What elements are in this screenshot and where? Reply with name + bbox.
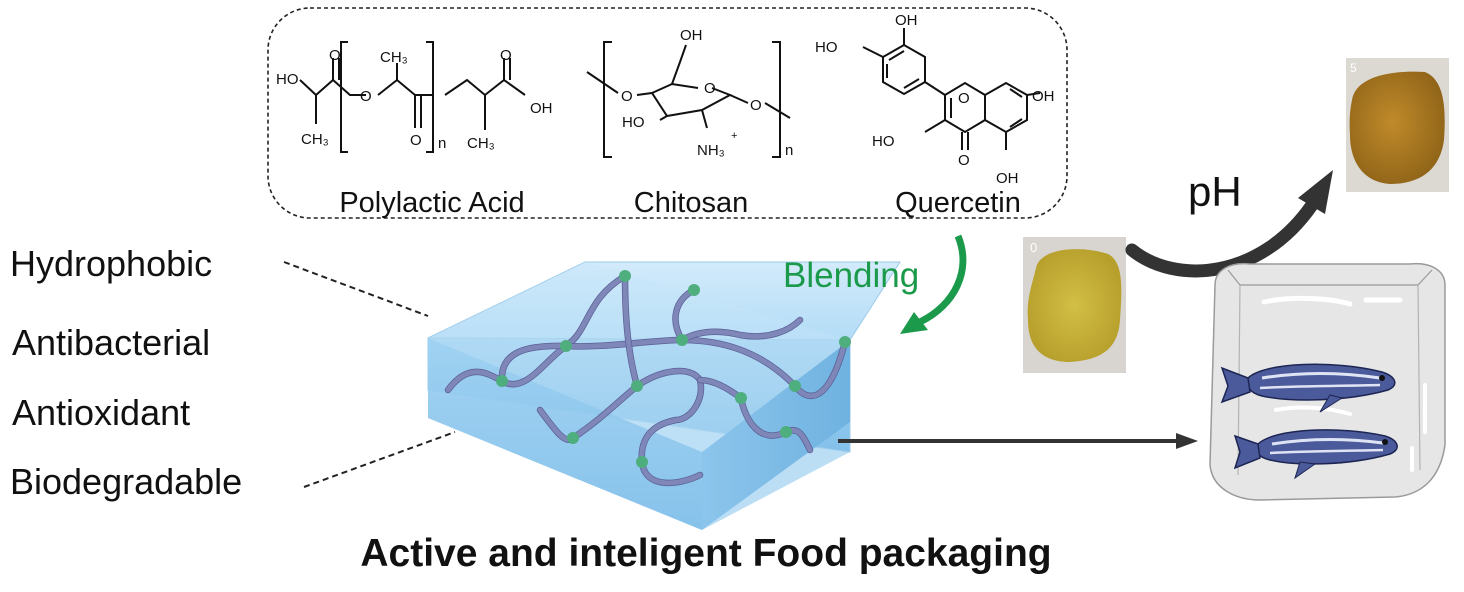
quercetin-atoms: HO OH HO O OH HO O OH [815,12,1055,187]
pla-group-5: n [438,135,446,152]
pla-group-7: CH₃ [467,135,495,152]
quercetin-group-5: HO [872,133,895,150]
quercetin-group-6: O [958,152,970,169]
chitosan-group-6: + [731,130,737,142]
polylactic-acid-structure [299,41,526,153]
pla-group-8: O [500,47,512,64]
quercetin-group-3: O [958,90,970,107]
film-after-photo: 5 [1346,58,1449,192]
film-before-photo: 0 [1023,237,1126,373]
film-after-tag: 5 [1350,61,1357,75]
chitosan-group-0: OH [680,27,703,44]
property-connector-lines [283,261,456,488]
film-block [427,261,901,530]
ph-arrow [1125,170,1333,278]
chitosan-group-7: n [785,142,793,159]
quercetin-group-0: HO [815,39,838,56]
property-antioxidant: Antioxidant [12,392,190,433]
quercetin-group-1: OH [895,12,918,29]
quercetin-group-7: OH [996,170,1019,187]
property-hydrophobic: Hydrophobic [10,243,212,284]
molecule-box [267,7,1068,219]
quercetin-group-4: OH [1032,88,1055,105]
pla-group-3: CH₃ [380,49,408,66]
process-arrow [838,433,1198,449]
pla-group-1: CH₃ [301,131,329,148]
pla-group-9: OH [530,100,553,117]
chitosan-group-5: NH₃ [697,142,725,159]
pla-group-4: O [410,132,422,149]
chitosan-group-2: O [704,80,716,97]
chitosan-group-3: HO [622,114,645,131]
film-before-tag: 0 [1030,240,1037,255]
pla-group-6: O [360,88,372,105]
zebrafish-top [1220,363,1396,413]
blending-arrow [900,234,967,334]
pla-group-0: HO [276,71,299,88]
molecule-name-quercetin: Quercetin [895,187,1021,219]
crosslink-nodes [496,270,851,468]
blending-label: Blending [783,256,919,295]
properties-list: Hydrophobic Antibacterial Antioxidant Bi… [10,243,242,502]
chitosan-group-4: O [750,97,762,114]
molecule-name-chitosan: Chitosan [634,187,748,219]
property-biodegradable: Biodegradable [10,461,242,502]
chitosan-atoms: OH O O HO O NH₃ + n [621,27,793,159]
quercetin-structure [862,28,1041,150]
figure-title: Active and inteligent Food packaging [360,532,1051,575]
ph-label: pH [1188,168,1242,215]
zebrafish-bottom [1233,429,1398,480]
chitosan-group-1: O [621,88,633,105]
chitosan-structure [586,41,791,158]
polylactic-acid-atoms: HO CH₃ O CH₃ O n O CH₃ O OH [276,47,553,152]
pla-group-2: O [329,47,341,64]
property-antibacterial: Antibacterial [12,322,210,363]
molecule-name-pla: Polylactic Acid [339,187,524,219]
